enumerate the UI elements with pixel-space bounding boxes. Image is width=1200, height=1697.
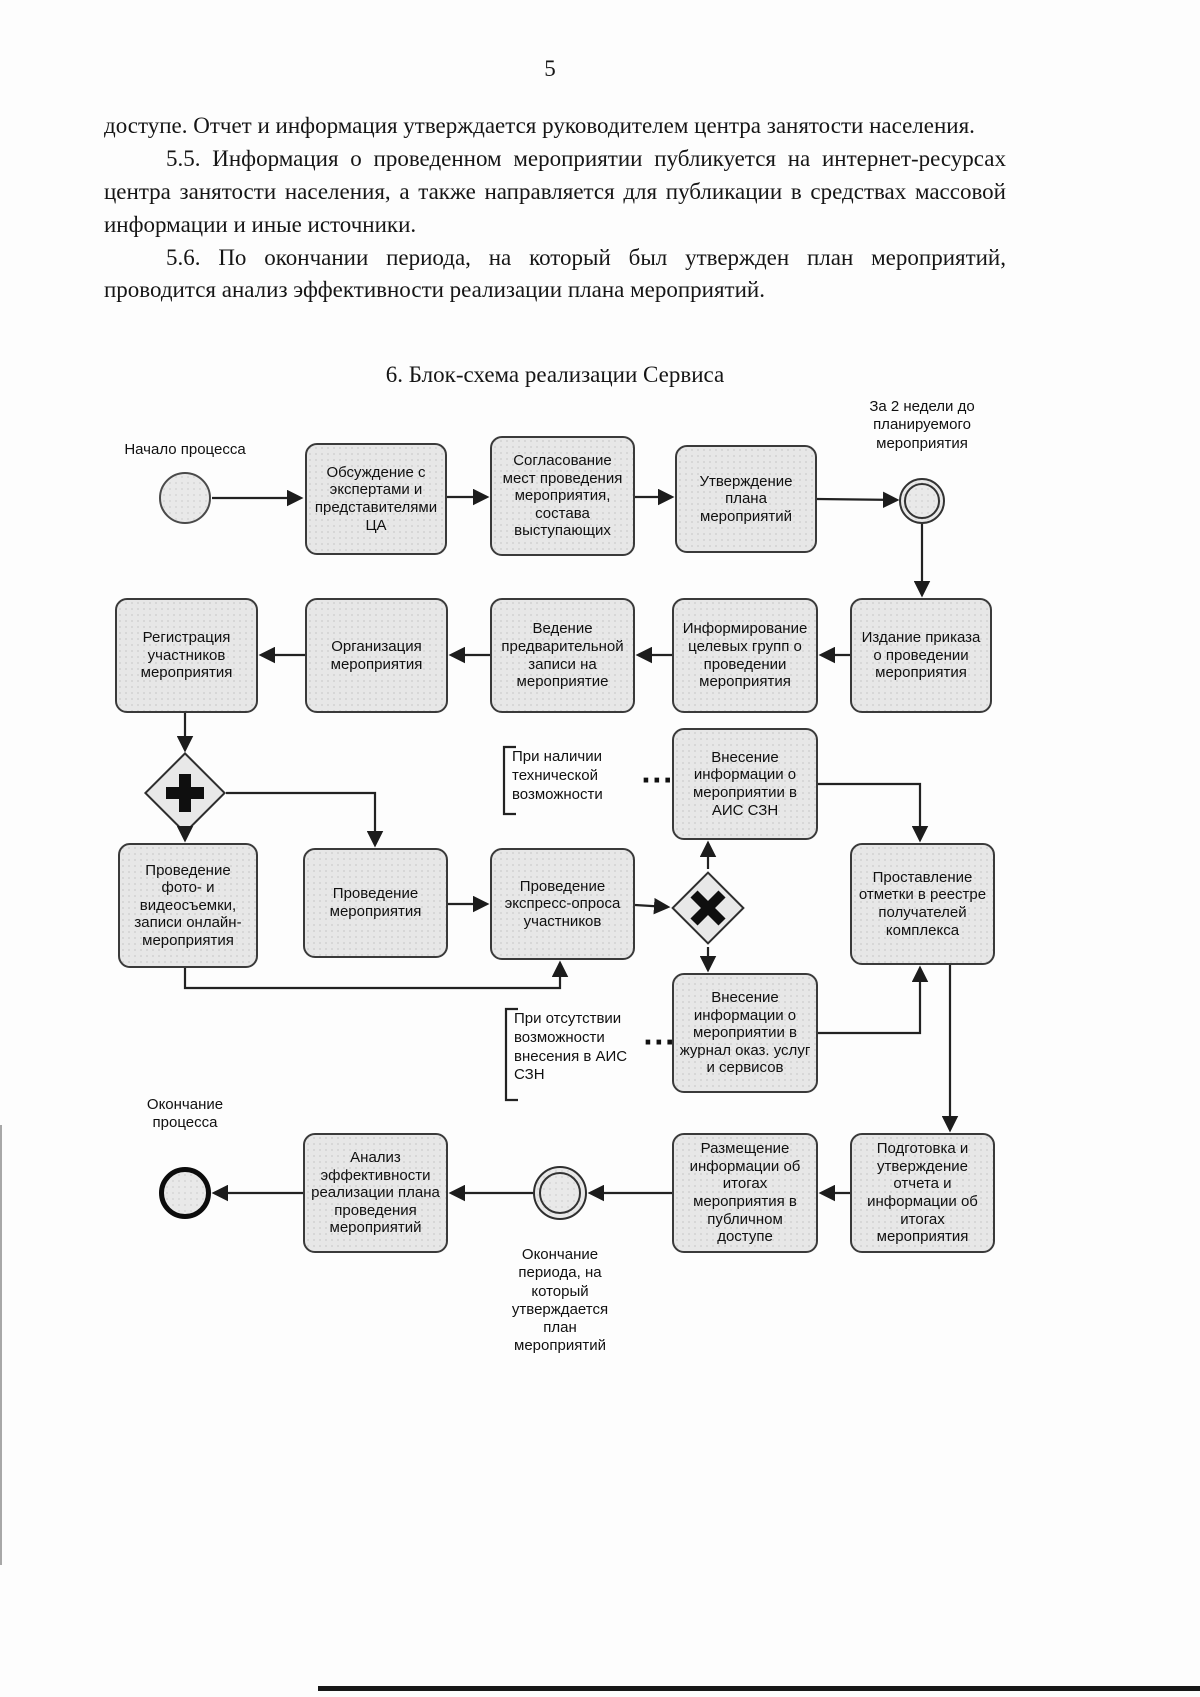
task-preliminary-registration: Ведение предварительной записи на меропр… xyxy=(490,598,635,713)
ellipsis-technical: ··· xyxy=(641,766,674,796)
flow-gateway-t10 xyxy=(226,791,384,848)
task-ais-szn-entry: Внесение информации о мероприятии в АИС … xyxy=(672,728,818,840)
task-event-holding: Проведение мероприятия xyxy=(303,848,448,958)
page-number: 5 xyxy=(544,56,556,81)
flow-t3-milestone xyxy=(816,491,900,509)
milestone-event-label: За 2 недели до планируемого мероприятия xyxy=(869,398,975,452)
paragraph-5-5: 5.5. Информация о проведенном мероприяти… xyxy=(104,145,1006,237)
milestone-inner-ring xyxy=(904,483,940,519)
note-no-ais-possibility: При отсутствии возможности внесения в АИ… xyxy=(514,1010,628,1084)
paragraph-continuation: доступе. Отчет и информация утверждается… xyxy=(104,113,975,138)
section-heading: 6. Блок-схема реализации Сервиса xyxy=(385,362,725,387)
scan-artifact-left-line xyxy=(0,1125,2,1565)
exclusive-gateway xyxy=(671,871,745,945)
task-order-issue: Издание приказа о проведении мероприятия xyxy=(850,598,992,713)
period-end-inner-ring xyxy=(539,1172,581,1214)
task-express-survey: Проведение экспресс-опроса участников xyxy=(490,848,635,960)
scan-artifact-bottom-line xyxy=(318,1686,1200,1691)
body-text: доступе. Отчет и информация утверждается… xyxy=(104,110,1006,307)
task-results-publication: Размещение информации об итогах мероприя… xyxy=(672,1133,818,1253)
start-event-label: Начало процесса xyxy=(124,441,246,458)
period-end-event xyxy=(533,1166,587,1220)
milestone-event xyxy=(899,478,945,524)
end-event xyxy=(159,1167,211,1219)
end-event-label: Окончание процесса xyxy=(146,1096,224,1132)
parallel-gateway xyxy=(143,751,227,835)
task-participant-registration: Регистрация участников мероприятия xyxy=(115,598,258,713)
task-target-groups-informing: Информирование целевых групп о проведени… xyxy=(672,598,818,713)
task-registry-mark: Проставление отметки в реестре получател… xyxy=(850,843,995,965)
task-plan-approval: Утверждение плана мероприятий xyxy=(675,445,817,553)
task-photo-video: Проведение фото- и видеосъемки, записи о… xyxy=(118,843,258,968)
task-report-preparation: Подготовка и утверждение отчета и информ… xyxy=(850,1133,995,1253)
period-end-event-label: Окончание периода, на который утверждает… xyxy=(511,1246,609,1355)
paragraph-5-6: 5.6. По окончании периода, на который бы… xyxy=(104,244,1006,303)
task-effectiveness-analysis: Анализ эффективности реализации плана пр… xyxy=(303,1133,448,1253)
ellipsis-no-ais: ··· xyxy=(643,1028,676,1058)
task-expert-discussion: Обсуждение с экспертами и представителям… xyxy=(305,443,447,555)
task-venue-approval: Согласование мест проведения мероприятия… xyxy=(490,436,635,556)
flow-t11-xgateway xyxy=(634,897,671,915)
task-journal-entry: Внесение информации о мероприятии в журн… xyxy=(672,973,818,1093)
flowchart: Начало процесса Обсуждение с экспертами … xyxy=(0,398,1200,1398)
flow-t12-t14 xyxy=(818,782,929,843)
flow-t13-t14 xyxy=(818,965,929,1035)
start-event xyxy=(159,472,211,524)
note-technical-possibility: При наличии технической возможности xyxy=(512,748,603,803)
task-event-organization: Организация мероприятия xyxy=(305,598,448,713)
